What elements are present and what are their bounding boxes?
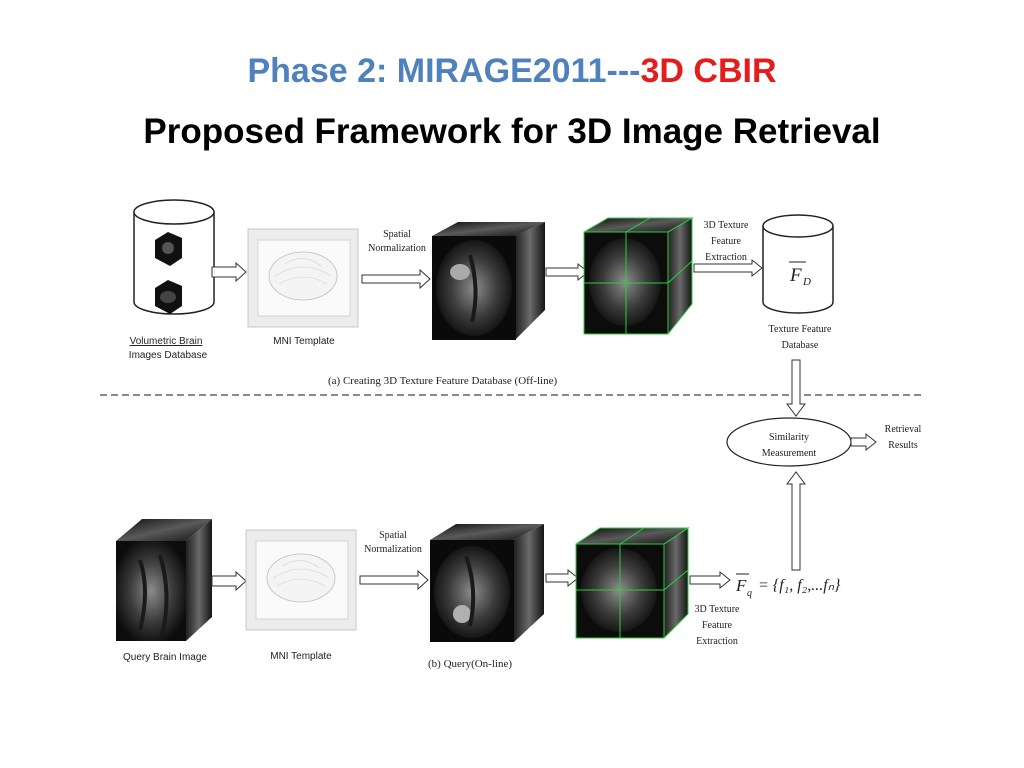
tex-db-label-1: Texture Feature [769,324,832,335]
fd-subscript: D [802,276,811,288]
db-label-2: Images Database [129,350,208,361]
normalized-brain-volume [432,222,545,340]
grid-brain-volume [583,217,694,335]
mni-label-offline: MNI Template [273,336,335,347]
spatial-label-2: Normalization [368,243,426,254]
caption-offline: (a) Creating 3D Texture Feature Database… [328,375,557,387]
feature-label-online-3: Extraction [696,636,738,647]
feature-label-online-1: 3D Texture [695,604,740,615]
similarity-measurement-node: Similarity Measurement [726,417,852,467]
arrow [545,568,579,588]
title-phase: Phase 2: MIRAGE2011--- [247,52,641,90]
fd-symbol: F [789,265,802,286]
title-cbir: 3D CBIR [640,52,777,90]
grid-query-volume [575,527,690,639]
caption-online: (b) Query(On-line) [428,658,512,670]
fq-rhs: = {f₁, f₂,...fₙ} [758,577,841,594]
fq-symbol: F [735,576,747,595]
volumetric-db-cylinder [133,199,215,315]
feature-label-3: Extraction [705,252,747,263]
mni-template-plot [247,228,359,328]
arrow [689,570,731,590]
arrow [786,471,806,571]
spatial-label-online-1: Spatial [379,530,407,541]
slide-subtitle: Proposed Framework for 3D Image Retrieva… [143,112,881,151]
arrow [211,570,247,592]
query-label: Query Brain Image [123,652,207,663]
db-label-1: Volumetric Brain [130,336,203,347]
spatial-label-1: Spatial [383,229,411,240]
query-brain-volume [116,519,212,641]
fq-subscript: q [747,588,752,599]
slide-title: Phase 2: MIRAGE2011---3D CBIR [0,52,1024,91]
query-feature-vector: F q = {f₁, f₂,...fₙ} [735,573,841,599]
results-label-1: Retrieval [885,424,922,435]
tex-db-label-2: Database [782,340,819,351]
feature-label-online-2: Feature [702,620,733,631]
arrow [545,262,589,282]
mni-template-plot [245,529,357,631]
similarity-label-1: Similarity [769,432,809,443]
feature-label-1: 3D Texture [704,220,749,231]
similarity-label-2: Measurement [762,448,817,459]
normalized-query-volume [430,524,544,642]
mni-label-online: MNI Template [270,651,332,662]
arrow [786,359,806,417]
arrow [361,268,431,290]
arrow [359,569,429,591]
arrow [693,258,763,278]
arrow [211,261,247,283]
feature-label-2: Feature [711,236,742,247]
arrow [850,432,877,452]
texture-feature-db-cylinder: F D [762,214,834,314]
spatial-label-online-2: Normalization [364,544,422,555]
results-label-2: Results [888,440,918,451]
